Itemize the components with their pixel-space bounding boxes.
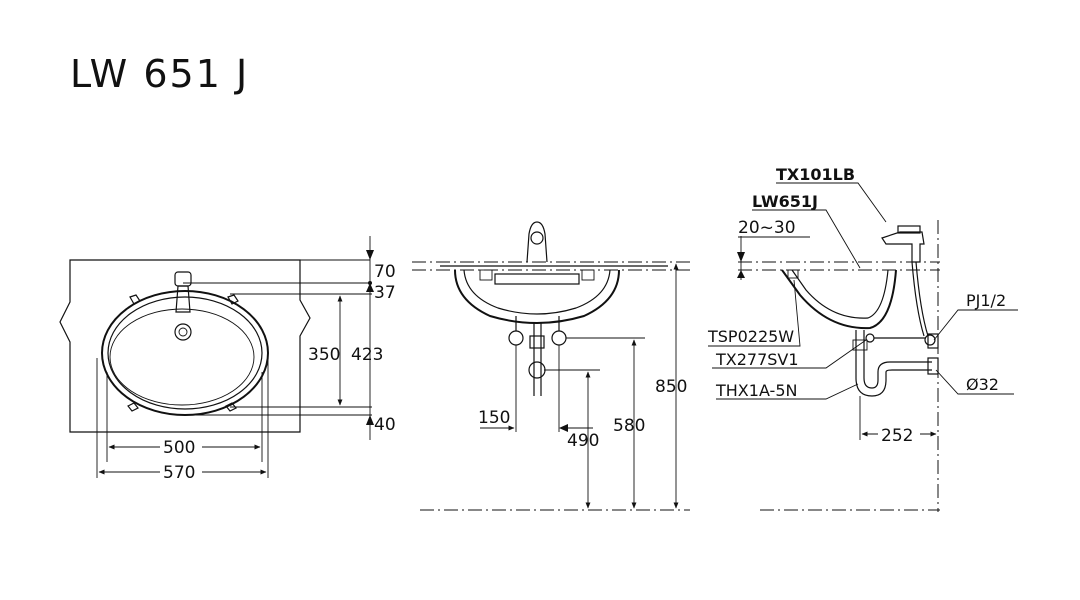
basin-outer-rim [101, 290, 269, 416]
faucet-top-icon [174, 271, 192, 287]
faucet-front-icon [526, 221, 548, 263]
part-valve-label: TSP0225W [707, 327, 794, 346]
dim-570: 570 [163, 463, 195, 483]
basin-front-profile [454, 269, 620, 324]
dim-490: 490 [567, 431, 599, 451]
dim-20-30: 20~30 [738, 218, 796, 238]
dim-850: 850 [655, 377, 687, 397]
dim-350: 350 [308, 345, 340, 365]
dim-580: 580 [613, 416, 645, 436]
side-view: 20~30 252 [707, 165, 1018, 512]
dim-37: 37 [374, 283, 396, 303]
part-drain-diameter-label: Ø32 [966, 375, 999, 394]
counter-outline [59, 259, 311, 433]
dim-150: 150 [478, 408, 510, 428]
dim-70: 70 [374, 262, 396, 282]
basin-bowl [109, 308, 255, 406]
basin-side-profile [781, 269, 897, 330]
dim-500: 500 [163, 438, 195, 458]
part-faucet-label: TX101LB [776, 165, 855, 184]
dim-252: 252 [881, 426, 913, 446]
faucet-side-icon [881, 231, 925, 263]
model-title: LW 651 J [70, 52, 250, 96]
top-view: 70 37 350 423 40 500 570 [59, 236, 396, 483]
part-thread-label: PJ1/2 [966, 291, 1006, 310]
basin-inner-rim [107, 296, 263, 410]
part-trap-label: THX1A-5N [715, 381, 797, 400]
dim-423: 423 [351, 345, 383, 365]
part-basin-label: LW651J [752, 192, 818, 211]
front-view: 150 490 580 850 [412, 221, 690, 511]
dim-40: 40 [374, 415, 396, 435]
part-supply-label: TX277SV1 [715, 350, 799, 369]
